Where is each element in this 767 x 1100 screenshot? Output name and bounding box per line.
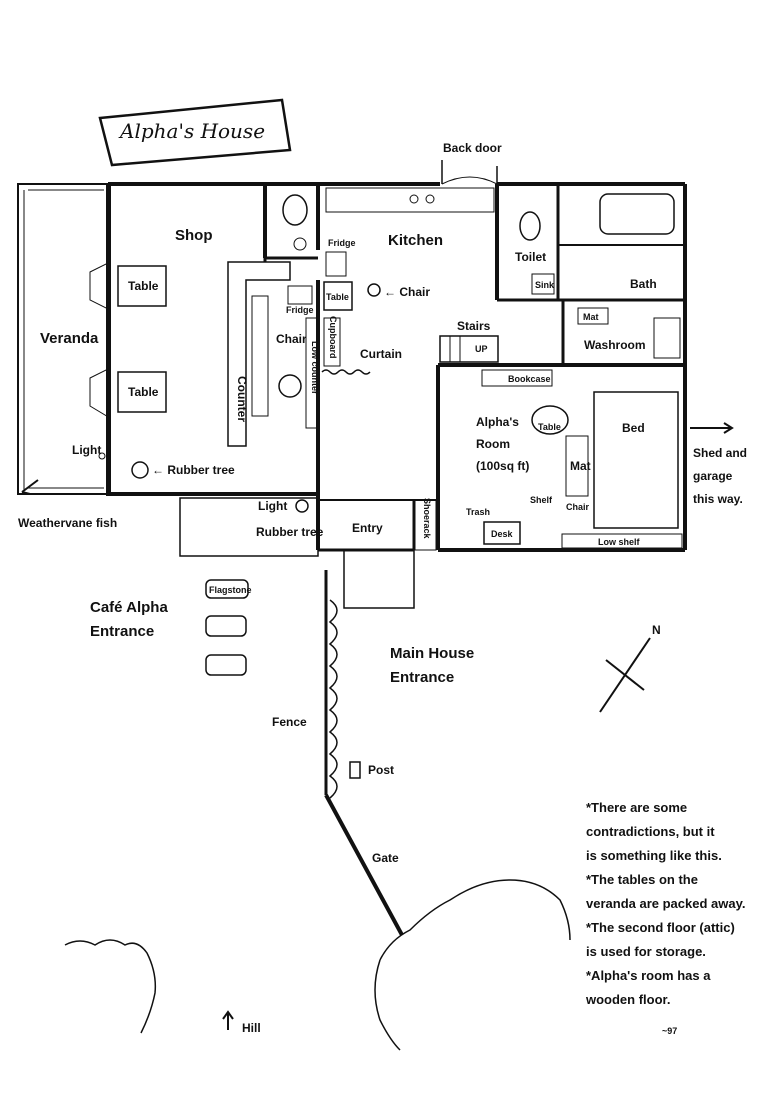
chair-room-label: Chair — [566, 502, 590, 512]
counter — [227, 261, 291, 447]
main-entrance-label-2: Entrance — [390, 669, 454, 686]
kitchen-room: Kitchen Fridge Table ← Chair Cupboard Cu… — [321, 187, 499, 375]
post — [349, 761, 361, 779]
fence-label: Fence — [272, 715, 307, 729]
person-icon — [278, 374, 302, 398]
notes: *There are some contradictions, but it i… — [585, 800, 745, 1036]
entry-light-label: Light — [258, 499, 287, 513]
note-line: *The second floor (attic) — [586, 920, 735, 935]
signature: ~97 — [662, 1026, 677, 1036]
desk — [483, 521, 521, 545]
bath-label: Bath — [630, 277, 657, 291]
rubber-tree-entry-label: Rubber tree — [256, 525, 324, 539]
chair-shop-label: Chair — [276, 332, 307, 346]
diagram-title: Alpha's House — [118, 119, 265, 143]
fridge-kitchen-label: Fridge — [328, 238, 356, 248]
flagstone-label: Flagstone — [209, 585, 252, 595]
washroom-mat-label: Mat — [583, 312, 599, 322]
note-line: *The tables on the — [586, 872, 698, 887]
cafe-entrance-label-2: Entrance — [90, 623, 154, 640]
stairs — [439, 335, 499, 363]
weathervane-icon — [21, 479, 39, 495]
flagstone-2 — [205, 615, 247, 637]
back-door: Back door — [441, 141, 502, 185]
note-line: wooden floor. — [585, 992, 671, 1007]
bathroom-area: Toilet Sink Bath Mat Washroom — [515, 193, 681, 359]
entry-area: Entry Shoerack Light Rubber tree — [179, 497, 437, 609]
curtain — [321, 369, 371, 375]
flagstone-3 — [205, 654, 247, 676]
gate-label: Gate — [372, 851, 399, 865]
main-entrance-label-1: Main House — [390, 645, 474, 662]
alphas-room-label-2: Room — [476, 437, 510, 451]
note-line: is used for storage. — [586, 944, 706, 959]
back-door-label: Back door — [443, 141, 502, 155]
shop-label: Shop — [175, 227, 213, 244]
sink-label: Sink — [535, 280, 555, 290]
shed-label-2: garage — [693, 469, 733, 483]
toilet-label: Toilet — [515, 250, 546, 264]
chair-kitchen-label: ← Chair — [384, 285, 430, 299]
bookcase-label: Bookcase — [508, 374, 551, 384]
veranda-light-icon — [98, 452, 106, 460]
shop-room: Shop Table Table Counter Fridge Chair Lo… — [89, 194, 320, 479]
post-label: Post — [368, 763, 394, 777]
room-mat-label: Mat — [570, 459, 591, 473]
gate — [324, 794, 404, 936]
table-1-label: Table — [128, 279, 159, 293]
room-table — [531, 405, 569, 435]
note-line: *There are some — [586, 800, 687, 815]
low-counter-label: Low counter — [310, 341, 320, 395]
washroom-label: Washroom — [584, 338, 646, 352]
fridge-shop-label: Fridge — [286, 305, 314, 315]
shelf-label: Shelf — [530, 495, 553, 505]
cafe-entrance-label-1: Café Alpha — [90, 599, 168, 616]
stairs-label: Stairs — [457, 319, 491, 333]
veranda-label: Veranda — [40, 330, 99, 347]
counter-label: Counter — [235, 376, 249, 422]
north-label: N — [652, 623, 661, 637]
alphas-room-label-1: Alpha's — [476, 415, 519, 429]
low-shelf-label: Low shelf — [598, 537, 641, 547]
outside-area: Flagstone Café Alpha Entrance Main House… — [64, 422, 747, 1051]
bed-label: Bed — [622, 421, 645, 435]
bathtub — [599, 193, 675, 235]
table-2-label: Table — [128, 385, 159, 399]
title-banner: Alpha's House — [98, 98, 292, 167]
cupboard-label: Cupboard — [328, 316, 338, 359]
bed — [593, 391, 679, 529]
curtain-label: Curtain — [360, 347, 402, 361]
kitchen-table — [323, 281, 353, 311]
room-table-label: Table — [538, 422, 561, 432]
kitchen-label: Kitchen — [388, 232, 443, 249]
note-line: veranda are packed away. — [586, 896, 745, 911]
alphas-room: Bookcase Alpha's Room (100sq ft) Table B… — [466, 369, 683, 549]
flagstone-1 — [205, 579, 249, 599]
desk-label: Desk — [491, 529, 514, 539]
hill-label: Hill — [242, 1021, 261, 1035]
note-line: is something like this. — [586, 848, 722, 863]
note-line: *Alpha's room has a — [586, 968, 711, 983]
weathervane-label: Weathervane fish — [18, 516, 117, 530]
shoerack-label: Shoerack — [422, 498, 432, 540]
stairs-up-label: UP — [475, 344, 488, 354]
trash-label: Trash — [466, 507, 490, 517]
kitchen-table-label: Table — [326, 292, 349, 302]
note-line: contradictions, but it — [586, 824, 715, 839]
veranda-light-label: Light — [72, 443, 101, 457]
rubber-tree-shop-label: ← Rubber tree — [152, 463, 235, 477]
entry-label: Entry — [352, 521, 383, 535]
table-1 — [117, 265, 167, 307]
shed-label-1: Shed and — [693, 446, 747, 460]
veranda: Veranda Light Weathervane fish — [17, 183, 117, 530]
bush-right — [379, 879, 571, 961]
bush-left — [64, 939, 157, 1034]
shed-label-3: this way. — [693, 492, 743, 506]
table-2 — [117, 371, 167, 413]
north-compass-icon: N — [599, 623, 661, 713]
rubber-tree-icon — [131, 461, 149, 479]
alphas-room-label-3: (100sq ft) — [476, 459, 529, 473]
